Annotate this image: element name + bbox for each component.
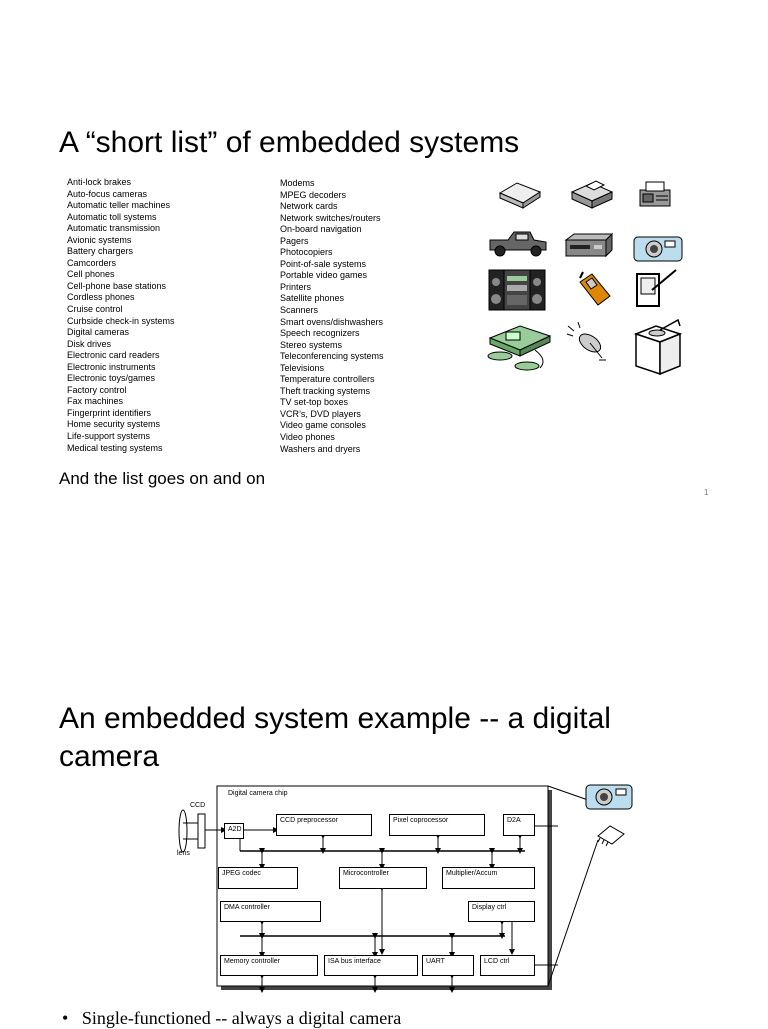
list-item: Fingerprint identifiers [67,407,152,418]
lens-label: lens [177,850,190,857]
list-item: Network cards [280,201,338,212]
embedded-systems-list-column2: Modems MPEG decoders Network cards Netwo… [280,178,384,455]
medical-device-icon [487,325,552,371]
list-item: Cruise control [67,304,123,315]
pixel-coprocessor-block: Pixel coprocessor [389,814,485,836]
lcd-ctrl-block: LCD ctrl [480,955,535,976]
uart-block: UART [422,955,474,976]
list-item: Video phones [280,432,335,443]
list-item: Automatic transmission [67,223,161,234]
lens-icon [178,809,188,853]
list-item: Electronic instruments [67,361,156,372]
ccd-preprocessor-block: CCD preprocessor [276,814,372,836]
fax-machine-icon [639,181,671,207]
list-item: Cell-phone base stations [67,280,167,291]
satellite-dish-icon [566,321,606,361]
pda-icon [636,269,677,307]
ccd-label: CCD [190,802,206,809]
list-item: Network switches/routers [280,212,381,223]
embedded-systems-list-column1: Anti-lock brakes Auto-focus cameras Auto… [67,177,175,454]
stereo-system-icon [488,269,546,311]
d2a-block: D2A [503,814,535,836]
list-item: Cordless phones [67,292,135,303]
list-item: On-board navigation [280,224,362,235]
list-item: Disk drives [67,338,112,349]
list-item: Scanners [280,305,319,316]
list-item: Battery chargers [67,246,134,257]
chip-label: Digital camera chip [228,790,288,797]
ccd-sensor [197,813,206,849]
list-item: Stereo systems [280,339,343,350]
list-item: Home security systems [67,419,161,430]
memory-controller-block: Memory controller [220,955,318,976]
list-item: Digital cameras [67,327,130,338]
list-item: TV set-top boxes [280,397,349,408]
multiplier-accum-block: Multiplier/Accum [442,867,535,889]
list-item: Electronic toys/games [67,373,156,384]
a2d-block: A2D [224,823,244,839]
list-item: Portable video games [280,270,368,281]
jpeg-codec-block: JPEG codec [218,867,298,889]
list-item: Anti-lock brakes [67,177,132,187]
microcontroller-block: Microcontroller [339,867,427,889]
printer-icon [570,180,614,209]
list-item: Life-support systems [67,431,151,442]
slide2-title: An embedded system example -- a digital … [59,700,611,776]
list-item: VCR’s, DVD players [280,408,361,419]
list-item: Pagers [280,235,309,246]
list-item: Fax machines [67,396,124,407]
bullet-dot: • [62,1008,82,1028]
washing-machine-icon [633,318,683,376]
list-item: Video game consoles [280,420,366,431]
vcr-icon [564,232,614,258]
slide2-title-line1: An embedded system example -- a digital [59,702,611,735]
list-item: Curbside check-in systems [67,315,175,326]
list-item: Temperature controllers [280,374,375,385]
slide1-subtitle: And the list goes on and on [59,469,266,488]
scanner-icon [498,182,542,209]
list-item: MPEG decoders [280,189,347,200]
list-item: Auto-focus cameras [67,188,148,199]
list-item: Avionic systems [67,234,132,245]
display-ctrl-block: Display ctrl [468,901,535,922]
isa-bus-interface-block: ISA bus interface [324,955,418,976]
digital-camera-icon [633,236,683,262]
slide1-title: A “short list” of embedded systems [59,126,520,159]
list-item: Point-of-sale systems [280,258,367,269]
list-item: Smart ovens/dishwashers [280,316,384,327]
list-item: Televisions [280,362,325,373]
bullet-text: Single-functioned -- always a digital ca… [81,1008,402,1028]
list-item: Modems [280,178,315,188]
cell-phone-icon [579,271,611,306]
dma-controller-block: DMA controller [220,901,321,922]
list-item: Medical testing systems [67,442,163,453]
list-item: Factory control [67,384,127,395]
list-item: Theft tracking systems [280,385,371,396]
list-item: Cell phones [67,269,115,280]
slide2-bullet: • Single-functioned -- always a digital … [62,1008,401,1029]
list-item: Printers [280,281,312,292]
list-item: Washers and dryers [280,443,361,454]
pickup-truck-icon [489,231,547,257]
external-camera-icon [585,784,633,810]
page-number: 1 [704,488,709,497]
list-item: Satellite phones [280,293,345,304]
list-item: Electronic card readers [67,350,160,361]
list-item: Automatic toll systems [67,211,157,222]
list-item: Photocopiers [280,247,333,258]
list-item: Speech recognizers [280,328,360,339]
chip-package-icon [597,825,625,847]
list-item: Automatic teller machines [67,200,171,211]
list-item: Teleconferencing systems [280,351,384,362]
slide2-title-line2: camera [59,740,160,773]
list-item: Camcorders [67,257,117,268]
